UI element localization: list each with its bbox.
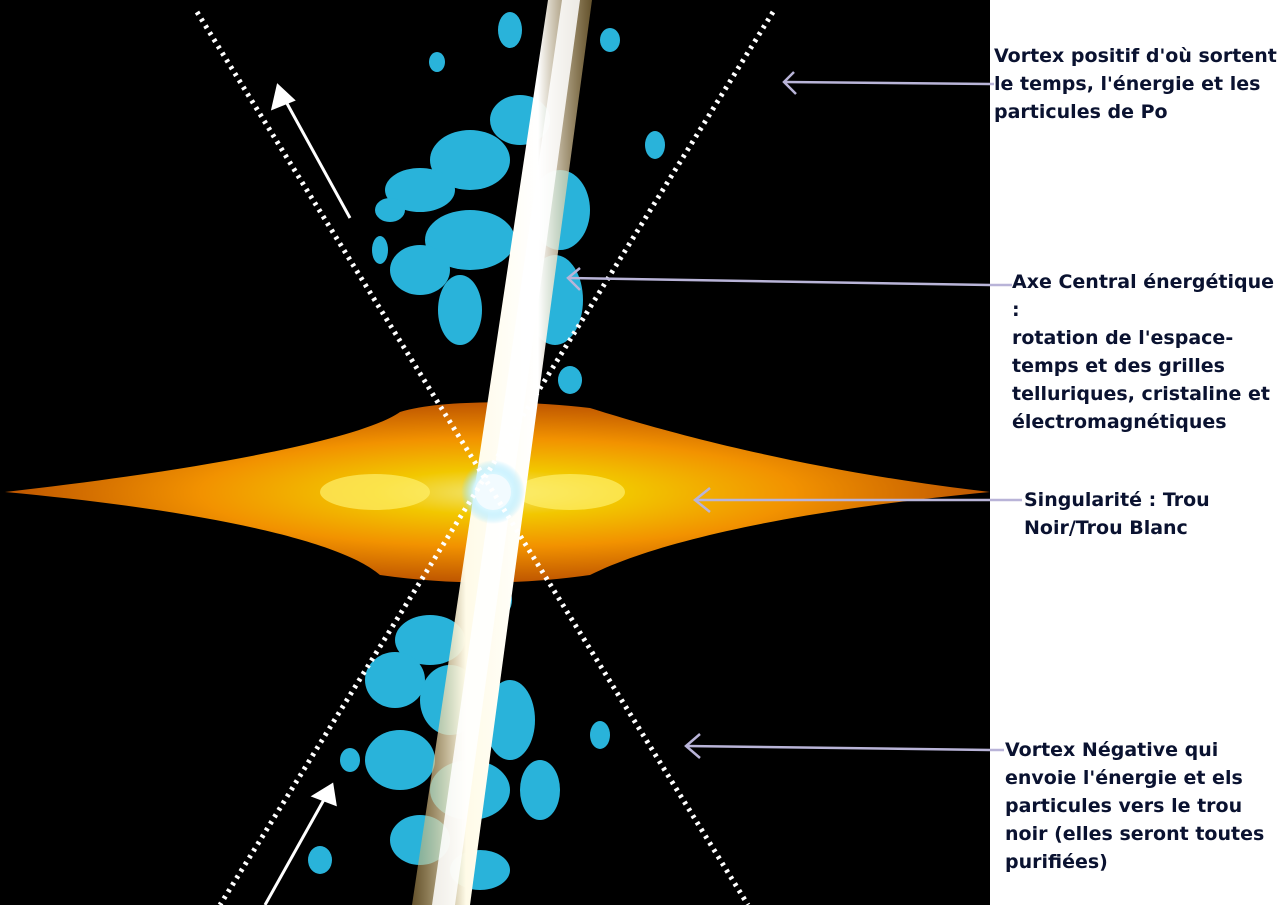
arrow-up-right-icon — [263, 782, 337, 905]
pointer-lines — [566, 71, 990, 759]
label-vortex-positive: Vortex positif d'où sortent le temps, l'… — [994, 45, 1277, 123]
label-central-axis: Axe Central énergétique : rotation de l'… — [1012, 271, 1274, 433]
vortex-illustration — [0, 0, 990, 905]
label-vortex-negative: Vortex Négative qui envoie l'énergie et … — [1005, 739, 1265, 873]
singularity-core — [461, 460, 525, 524]
arrow-up-left-icon — [270, 83, 352, 219]
label-singularity: Singularité : Trou Noir/Trou Blanc — [1024, 489, 1210, 539]
dotted-cone-lines — [194, 10, 776, 905]
pointer-line-extensions — [990, 82, 1022, 752]
central-energy-jet — [412, 0, 592, 905]
